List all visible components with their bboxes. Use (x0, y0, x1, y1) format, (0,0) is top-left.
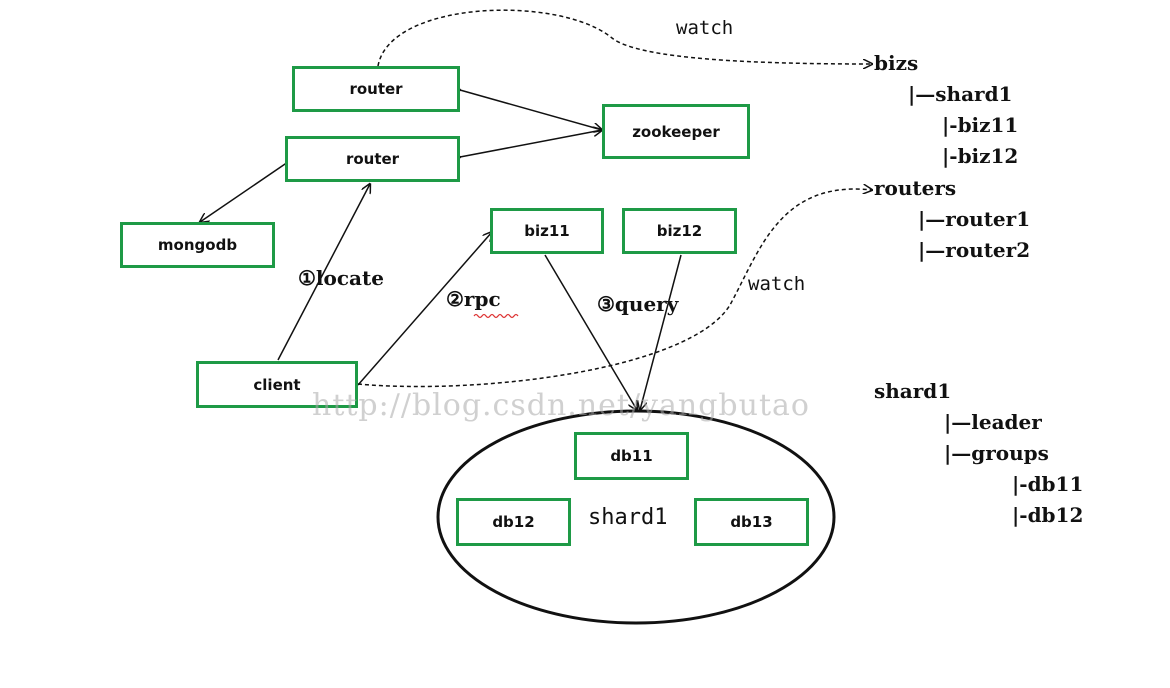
tree-shard: shard1 |—leader |—groups |-db11 |-db12 (874, 376, 1083, 562)
edge-biz12-shard (640, 254, 682, 410)
biz11-box[interactable]: biz11 (490, 208, 604, 254)
db13-label: db13 (730, 513, 773, 531)
edge-router-top-zookeeper (460, 90, 602, 130)
mongodb-label: mongodb (157, 236, 238, 254)
db11-label: db11 (610, 447, 653, 465)
locate-label: ①locate (298, 266, 384, 290)
query-label: ③query (597, 292, 679, 316)
edge-router-mongodb (200, 161, 289, 222)
router-top-box[interactable]: router (292, 66, 460, 112)
tree-shard-leader: |—leader (944, 410, 1042, 434)
biz12-box[interactable]: biz12 (622, 208, 737, 254)
mongodb-box[interactable]: mongodb (120, 222, 275, 268)
rpc-squiggle (473, 313, 519, 319)
edge-router-mid-zookeeper (460, 130, 602, 157)
tree-routers-root: routers (874, 176, 957, 200)
router-mid-label: router (345, 150, 400, 168)
zookeeper-label: zookeeper (632, 122, 720, 141)
tree-shard-groups: |—groups (944, 441, 1049, 465)
biz12-label: biz12 (656, 222, 703, 240)
tree-routers-router2: |—router2 (918, 238, 1031, 262)
tree-routers: routers |—router1 |—router2 (874, 173, 1030, 297)
router-mid-box[interactable]: router (285, 136, 460, 182)
tree-bizs: bizs |—shard1 |-biz11 |-biz12 (874, 48, 1018, 203)
edge-client-biz11 (357, 232, 492, 386)
tree-shard-db12: |-db12 (1012, 503, 1084, 527)
edge-watch-bizs (377, 9, 872, 66)
shard-label: shard1 (588, 505, 668, 530)
tree-bizs-biz12: |-biz12 (942, 144, 1019, 168)
watch-top-label: watch (676, 17, 734, 39)
client-box[interactable]: client (196, 361, 358, 408)
watch-mid-label: watch (748, 273, 806, 295)
tree-bizs-biz11: |-biz11 (942, 113, 1019, 137)
edge-watch-routers (357, 189, 872, 388)
biz11-label: biz11 (524, 222, 570, 240)
tree-bizs-shard: |—shard1 (908, 82, 1013, 106)
db11-box[interactable]: db11 (574, 432, 689, 480)
tree-bizs-root: bizs (874, 51, 919, 75)
tree-shard-db11: |-db11 (1012, 472, 1084, 496)
db12-label: db12 (492, 513, 535, 531)
client-label: client (253, 375, 301, 394)
tree-shard-root: shard1 (874, 379, 952, 403)
router-top-label: router (349, 80, 403, 98)
db12-box[interactable]: db12 (456, 498, 571, 546)
edge-client-router (277, 184, 370, 361)
rpc-label: ②rpc (446, 287, 501, 311)
db13-box[interactable]: db13 (694, 498, 809, 546)
tree-routers-router1: |—router1 (918, 207, 1031, 231)
zookeeper-box[interactable]: zookeeper (602, 104, 750, 159)
edge-biz11-shard (544, 254, 637, 410)
watermark: http://blog.csdn.net/yangbutao (312, 388, 810, 423)
